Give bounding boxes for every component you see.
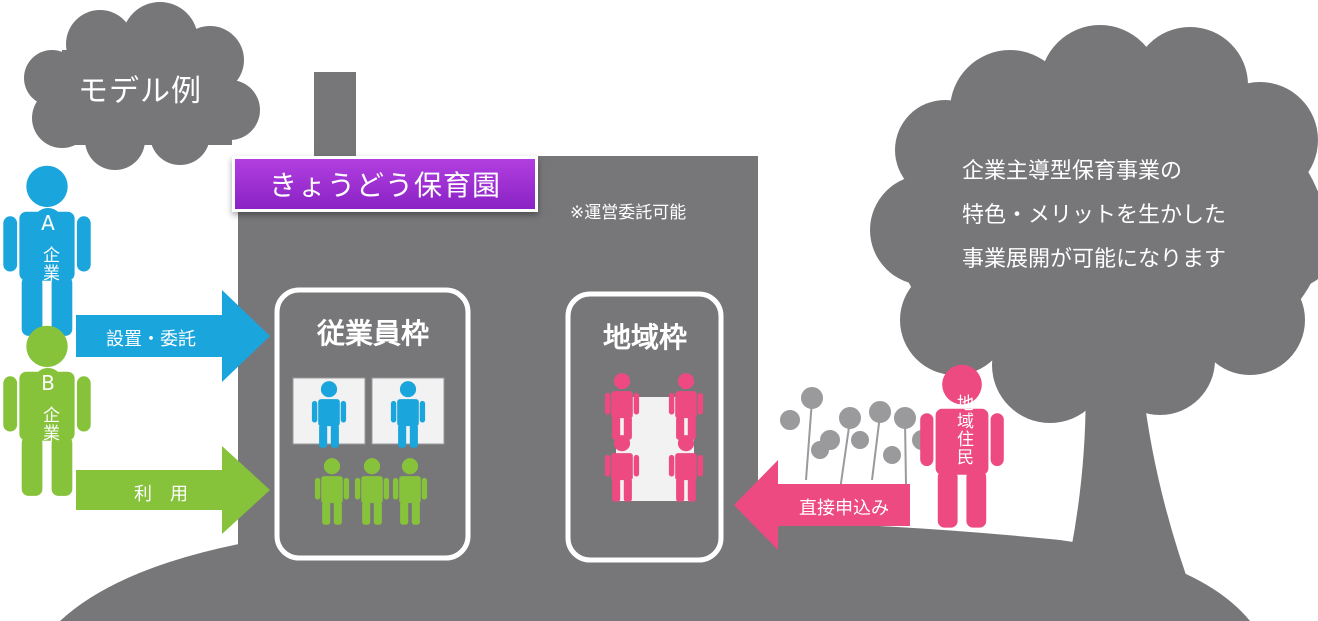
tree-message-line: 特色・メリットを生かした — [962, 203, 1227, 228]
community-slot-title: 地域枠 — [602, 321, 687, 354]
company-a-label: 企業 — [39, 246, 59, 282]
company-a-letter: A — [33, 208, 63, 238]
nursery-title: きょうどう保育園 — [232, 156, 538, 212]
resident-label: 地域住民 — [953, 394, 973, 466]
tree-message: 企業主導型保育事業の 特色・メリットを生かした 事業展開が可能になります — [962, 150, 1292, 282]
arrow-a-to-nursery — [76, 290, 270, 382]
company-b-label: 企業 — [39, 406, 59, 442]
operation-note: ※運営委託可能 — [570, 203, 687, 223]
tree-message-line: 企業主導型保育事業の — [962, 159, 1183, 184]
plants — [780, 387, 932, 491]
cloud-label: モデル例 — [78, 74, 202, 109]
resident-arrow-label: 直接申込み — [799, 498, 889, 519]
arrow-b-to-nursery — [76, 446, 270, 534]
company-b-arrow-label: 利 用 — [134, 484, 188, 505]
company-b-letter: B — [33, 368, 63, 398]
tree-canopy — [870, 25, 1318, 423]
arrow-resident-to-community — [734, 460, 910, 550]
tree-message-line: 事業展開が可能になります — [962, 247, 1227, 272]
company-a-arrow-label: 設置・委託 — [106, 329, 196, 350]
tree-trunk — [1060, 360, 1195, 600]
cloud-shape — [24, 2, 260, 170]
employee-slot-title: 従業員枠 — [316, 317, 429, 350]
